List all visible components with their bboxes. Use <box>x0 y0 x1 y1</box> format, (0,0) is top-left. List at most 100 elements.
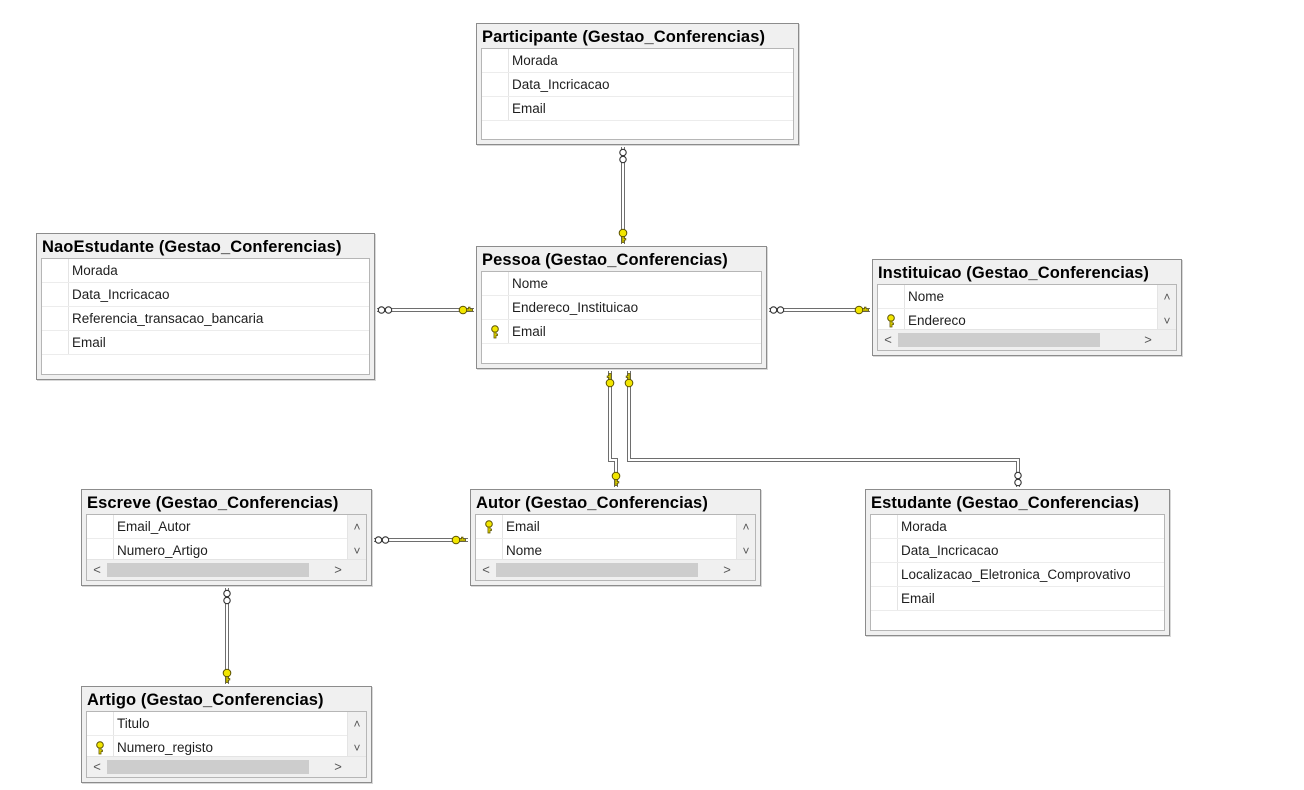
scroll-thumb[interactable] <box>107 563 309 577</box>
infinity-icon <box>619 148 627 164</box>
key-icon <box>611 471 621 486</box>
column-row[interactable]: Morada <box>42 259 369 283</box>
column-name: Numero_Artigo <box>117 543 208 558</box>
row-selector <box>871 563 898 586</box>
chevron-down-icon[interactable]: ˅ <box>1163 314 1171 328</box>
rel-pessoa-estudante[interactable] <box>627 371 1020 487</box>
chevron-right-icon[interactable]: > <box>723 562 731 577</box>
chevron-down-icon[interactable]: ˅ <box>353 741 361 755</box>
vertical-scrollbar[interactable]: ˄˅ <box>347 515 366 560</box>
column-name: Email_Autor <box>117 519 191 534</box>
column-name: Email <box>72 335 106 350</box>
column-row[interactable]: Email <box>42 331 369 355</box>
table-naoestudante[interactable]: NaoEstudante (Gestao_Conferencias) Morad… <box>36 233 375 380</box>
rel-pessoa-autor-inner <box>609 371 617 487</box>
row-selector <box>87 736 114 759</box>
row-selector <box>482 49 509 72</box>
primary-key-icon <box>885 314 897 328</box>
column-name: Email <box>512 101 546 116</box>
column-name: Nome <box>506 543 543 558</box>
primary-key-icon <box>94 741 106 755</box>
column-row[interactable]: Titulo <box>87 712 348 736</box>
chevron-right-icon[interactable]: > <box>334 759 342 774</box>
column-row[interactable]: Data_Incricacao <box>482 73 793 97</box>
table-participante[interactable]: Participante (Gestao_Conferencias) Morad… <box>476 23 799 145</box>
table-title: Instituicao (Gestao_Conferencias) <box>878 264 1150 282</box>
horizontal-scrollbar[interactable]: <> <box>87 559 366 580</box>
row-selector <box>476 539 503 562</box>
column-name: Numero_registo <box>117 740 214 755</box>
column-row[interactable]: Morada <box>871 515 1164 539</box>
column-name: Endereco <box>908 313 966 328</box>
row-selector <box>476 515 503 538</box>
row-selector <box>871 587 898 610</box>
column-row[interactable]: Localizacao_Eletronica_Comprovativo <box>871 563 1164 587</box>
column-row[interactable]: Nome <box>878 285 1158 309</box>
column-name: Morada <box>72 263 118 278</box>
row-selector <box>482 320 509 343</box>
column-row[interactable]: Data_Incricacao <box>871 539 1164 563</box>
chevron-right-icon[interactable]: > <box>334 562 342 577</box>
column-row[interactable]: Email <box>482 97 793 121</box>
chevron-right-icon[interactable]: > <box>1144 332 1152 347</box>
chevron-up-icon[interactable]: ˄ <box>353 520 361 534</box>
infinity-icon <box>377 306 393 314</box>
table-title: Participante (Gestao_Conferencias) <box>482 28 766 46</box>
infinity-icon <box>1014 471 1022 487</box>
column-name: Morada <box>512 53 558 68</box>
chevron-up-icon[interactable]: ˄ <box>1163 290 1171 304</box>
scroll-thumb[interactable] <box>496 563 698 577</box>
chevron-up-icon[interactable]: ˄ <box>742 520 750 534</box>
table-escreve[interactable]: Escreve (Gestao_Conferencias) Email_Auto… <box>81 489 372 586</box>
horizontal-scrollbar[interactable]: <> <box>878 329 1176 350</box>
row-selector <box>482 296 509 319</box>
row-selector <box>871 515 898 538</box>
vertical-scrollbar[interactable]: ˄˅ <box>736 515 755 560</box>
column-name: Titulo <box>117 716 150 731</box>
rel-pessoa-estudante-inner <box>628 371 1019 487</box>
horizontal-scrollbar[interactable]: <> <box>87 756 366 777</box>
infinity-icon <box>223 589 231 605</box>
column-name: Data_Incricacao <box>72 287 170 302</box>
row-selector <box>87 539 114 562</box>
row-selector <box>42 307 69 330</box>
chevron-down-icon[interactable]: ˅ <box>353 544 361 558</box>
column-row[interactable]: Email <box>871 587 1164 611</box>
column-row[interactable]: Referencia_transacao_bancaria <box>42 307 369 331</box>
column-row[interactable]: Nome <box>482 272 761 296</box>
row-selector <box>42 331 69 354</box>
key-icon <box>854 305 869 315</box>
vertical-scrollbar[interactable]: ˄˅ <box>347 712 366 757</box>
chevron-left-icon[interactable]: < <box>93 562 101 577</box>
scroll-thumb[interactable] <box>898 333 1100 347</box>
chevron-up-icon[interactable]: ˄ <box>353 717 361 731</box>
scroll-thumb[interactable] <box>107 760 309 774</box>
column-row[interactable]: Endereco_Instituicao <box>482 296 761 320</box>
row-selector <box>482 272 509 295</box>
row-selector <box>42 283 69 306</box>
vertical-scrollbar[interactable]: ˄˅ <box>1157 285 1176 330</box>
table-title: Autor (Gestao_Conferencias) <box>476 494 708 512</box>
table-title: Estudante (Gestao_Conferencias) <box>871 494 1140 512</box>
chevron-down-icon[interactable]: ˅ <box>742 544 750 558</box>
row-selector <box>878 285 905 308</box>
chevron-left-icon[interactable]: < <box>482 562 490 577</box>
column-row[interactable]: Email <box>476 515 737 539</box>
column-name: Referencia_transacao_bancaria <box>72 311 264 326</box>
column-row[interactable]: Morada <box>482 49 793 73</box>
column-row[interactable]: Email <box>482 320 761 344</box>
column-row[interactable]: Email_Autor <box>87 515 348 539</box>
row-selector <box>87 515 114 538</box>
chevron-left-icon[interactable]: < <box>93 759 101 774</box>
horizontal-scrollbar[interactable]: <> <box>476 559 755 580</box>
row-selector <box>482 73 509 96</box>
column-row[interactable]: Data_Incricacao <box>42 283 369 307</box>
chevron-left-icon[interactable]: < <box>884 332 892 347</box>
